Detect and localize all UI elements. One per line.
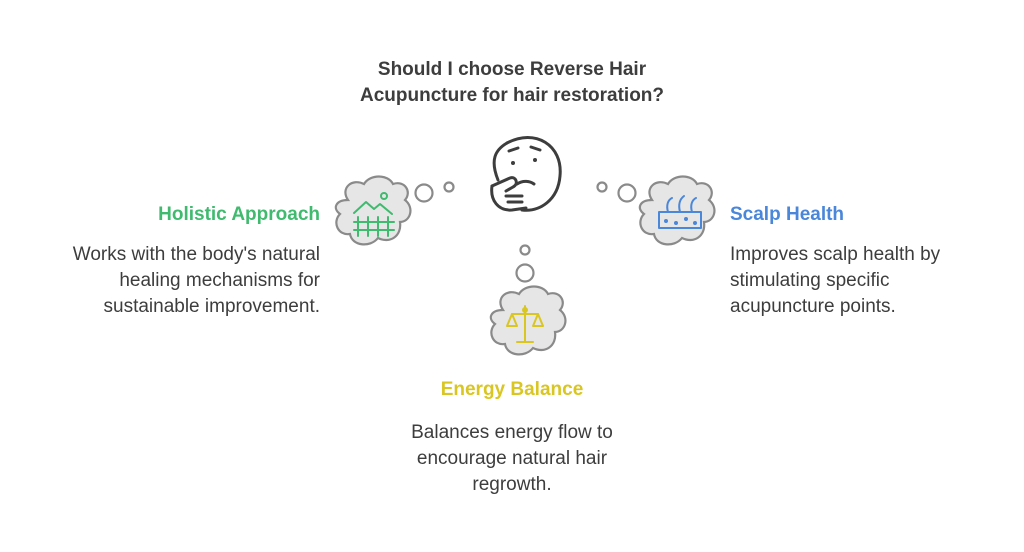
cloud-right xyxy=(638,175,716,246)
scalp-hair-icon xyxy=(658,195,702,229)
bubble-dot xyxy=(515,263,535,283)
cloud-bottom xyxy=(489,285,567,356)
description-line: Works with the body's natural xyxy=(72,244,320,265)
cloud-left xyxy=(334,175,412,246)
balance-scale-icon xyxy=(506,305,544,343)
bubble-dot xyxy=(519,244,531,256)
landscape-fence-icon xyxy=(353,192,395,237)
option-description-bottom: Balances energy flow to encourage natura… xyxy=(362,420,662,498)
bubble-dot xyxy=(617,183,637,203)
bubble-dot xyxy=(596,181,608,193)
description-line: encourage natural hair xyxy=(416,448,608,469)
description-line: healing mechanisms for xyxy=(119,270,320,291)
thinking-face-icon xyxy=(490,136,562,212)
question-line: Acupuncture for hair restoration? xyxy=(359,85,665,106)
description-line: Improves scalp health by xyxy=(730,244,941,265)
description-line: acupuncture points. xyxy=(730,296,896,317)
description-line: sustainable improvement. xyxy=(103,296,321,317)
question-line: Should I choose Reverse Hair xyxy=(377,59,647,80)
option-title-bottom: Energy Balance xyxy=(440,379,584,400)
question-heading: Should I choose Reverse Hair Acupuncture… xyxy=(312,57,712,109)
description-line: stimulating specific xyxy=(730,270,890,291)
option-title-left: Holistic Approach xyxy=(158,204,320,225)
option-description-right: Improves scalp health by stimulating spe… xyxy=(730,242,1000,320)
option-description-left: Works with the body's natural healing me… xyxy=(0,242,320,320)
description-line: Balances energy flow to xyxy=(411,422,613,443)
description-line: regrowth. xyxy=(472,474,552,495)
bubble-dot xyxy=(443,181,455,193)
bubble-dot xyxy=(414,183,434,203)
option-title-right: Scalp Health xyxy=(730,204,845,225)
